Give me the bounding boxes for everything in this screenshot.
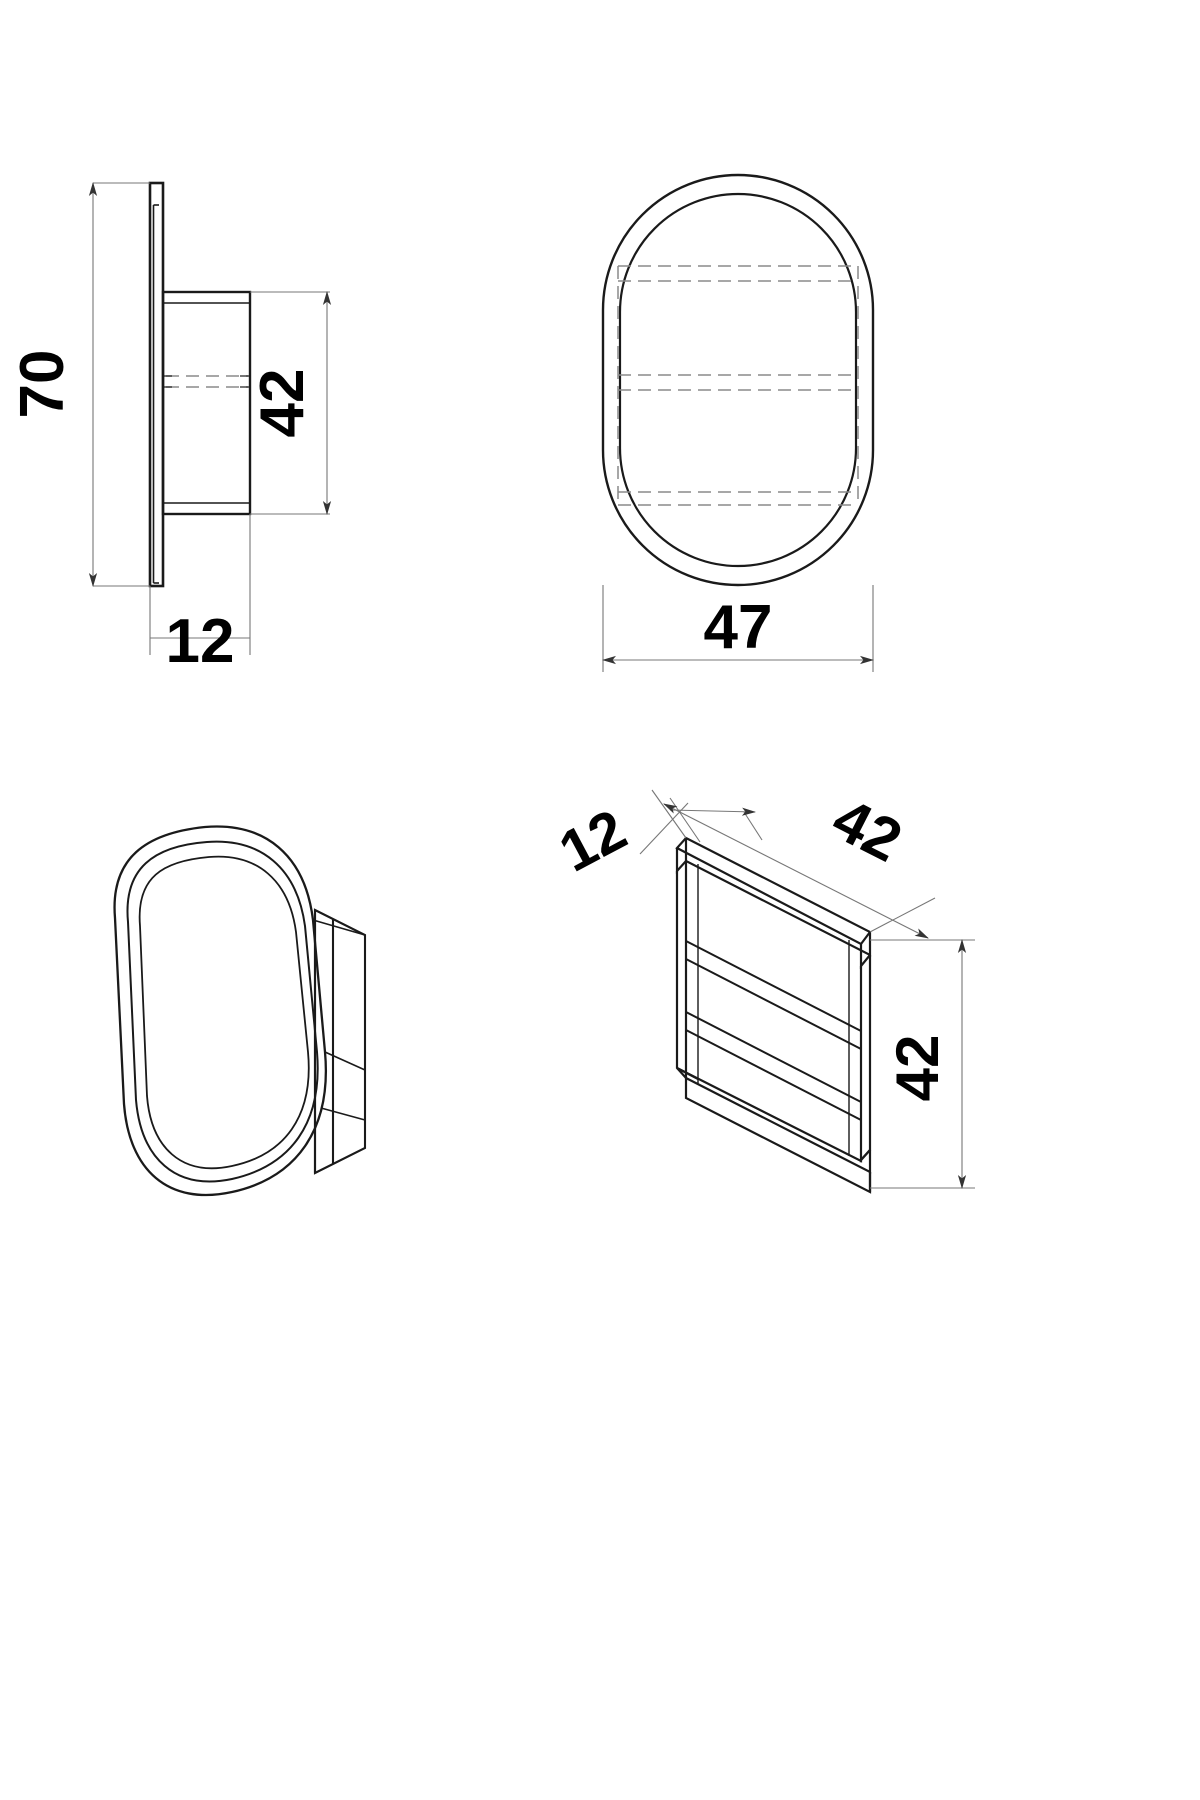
front-oval-view: 47: [601, 173, 875, 672]
dimension-height-70: 70: [8, 182, 150, 587]
iso-closed-door-outer: [113, 825, 327, 1197]
dimension-label-47: 47: [704, 593, 773, 662]
side-view-carcass: [161, 290, 252, 516]
dimension-label-iso-42-height: 42: [884, 1035, 951, 1102]
iso-shelf-upper: [685, 940, 862, 1050]
iso-closed-edges: [312, 919, 366, 1121]
dimension-width-47: 47: [602, 585, 874, 672]
iso-shelf-lower: [685, 1011, 862, 1121]
side-view-hidden-shelf-lines: [166, 375, 248, 388]
oval-inner-outline: [618, 192, 858, 568]
side-view-carcass-panel-lines: [163, 302, 250, 504]
dimension-label-70: 70: [8, 350, 77, 419]
iso-closed-door-inner: [138, 855, 310, 1170]
side-view-shelf-edge-lines: [163, 375, 250, 388]
iso-closed-cabinet-view: [113, 825, 367, 1197]
iso-closed-door-mid: [126, 840, 319, 1183]
dim-line-iso42w: [663, 803, 929, 939]
oval-hidden-carcass: [617, 265, 859, 506]
dimension-iso-height-42: 42: [870, 939, 975, 1189]
side-view-door-inner-line: [152, 204, 159, 584]
dimension-inner-42: 42: [248, 291, 332, 515]
side-section-view: 70 42 12: [8, 181, 332, 676]
oval-outer-outline: [601, 173, 875, 587]
dimension-label-42-side: 42: [248, 369, 317, 438]
dimension-depth-12: 12: [149, 514, 251, 676]
dimension-label-12-side: 12: [166, 607, 235, 676]
